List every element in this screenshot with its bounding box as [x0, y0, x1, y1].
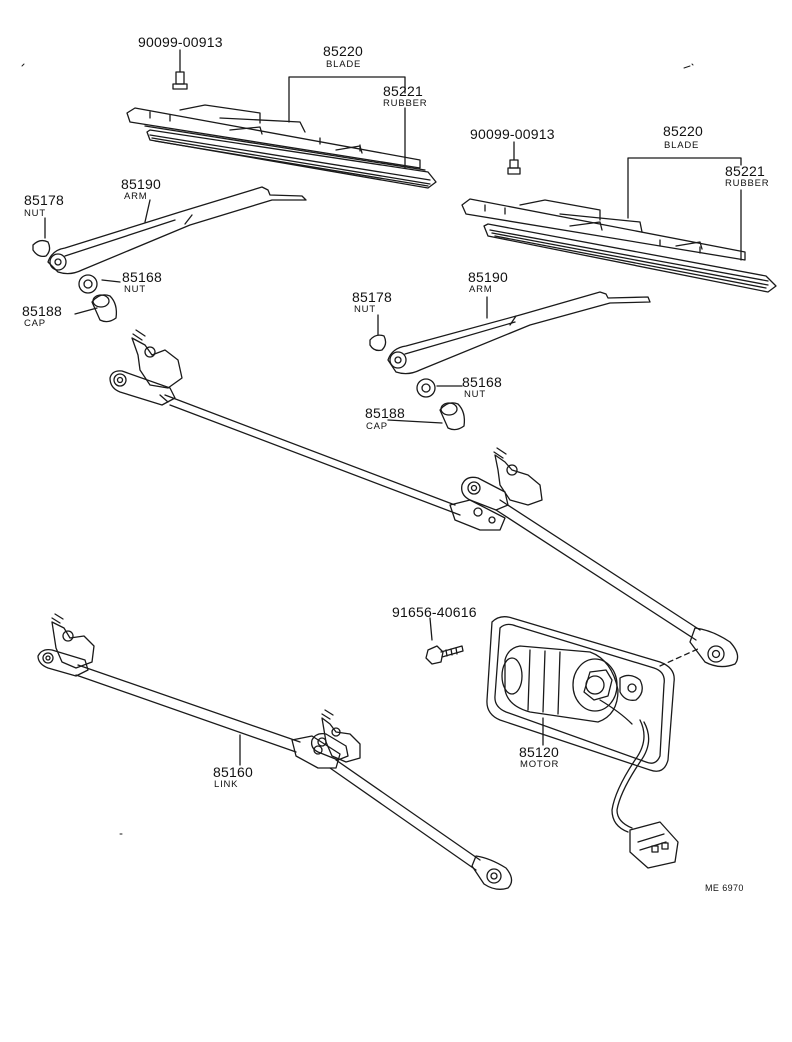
left-arm-icon: [47, 186, 307, 275]
callout-cap-left-number: 85188: [22, 303, 62, 319]
callout-arm-right-number: 85190: [468, 269, 508, 285]
callout-nut-left-number: 85178: [24, 192, 64, 208]
left-blade-icon: [126, 104, 437, 189]
callout-nut-left-name: NUT: [24, 208, 46, 219]
callout-arm-left-number: 85190: [121, 176, 161, 192]
callout-motor-name: MOTOR: [520, 759, 560, 770]
callout-cap-right-number: 85188: [365, 405, 405, 421]
callout-motor-number: 85120: [519, 744, 559, 760]
right-nut-85178-icon: [369, 334, 387, 352]
callout-rubber-right-number: 85221: [725, 163, 765, 179]
left-bolt-icon: [172, 71, 188, 90]
callout-nut-right-number: 85178: [352, 289, 392, 305]
callout-bolt-right-number: 90099-00913: [470, 126, 555, 142]
callout-blade-left-name: BLADE: [326, 59, 362, 70]
callout-motor-bolt-number: 91656-40616: [392, 604, 477, 620]
callout-nut-right-name: NUT: [354, 304, 376, 315]
leader-lines: [44, 49, 742, 766]
left-cap-85188-icon: [91, 294, 118, 323]
callout-nut2-right-number: 85168: [462, 374, 502, 390]
right-blade-icon: [461, 198, 777, 293]
callout-cap-right-name: CAP: [366, 421, 388, 432]
callout-cap-left-name: CAP: [24, 318, 46, 329]
callout-link-number: 85160: [213, 764, 253, 780]
scan-specks: [21, 63, 694, 835]
callout-nut2-left-number: 85168: [122, 269, 162, 285]
callout-rubber-left-name: RUBBER: [383, 98, 428, 109]
callout-link-name: LINK: [214, 779, 239, 790]
callout-arm-right-name: ARM: [469, 284, 493, 295]
callout-bolt-left-number: 90099-00913: [138, 34, 223, 50]
callout-arm-left-name: ARM: [124, 191, 148, 202]
callout-nut2-left-name: NUT: [124, 284, 146, 295]
motor-icon: [486, 616, 679, 869]
right-arm-icon: [387, 291, 651, 375]
right-bolt-icon: [507, 159, 521, 175]
left-nut-85178-icon: [32, 239, 51, 258]
callout-rubber-left-number: 85221: [383, 83, 423, 99]
callout-blade-right-number: 85220: [663, 123, 703, 139]
callout-blade-right-name: BLADE: [664, 140, 700, 151]
motor-bolt-icon: [425, 645, 464, 665]
right-nut-85168-icon: [416, 378, 436, 398]
upper-linkage-icon: [109, 329, 739, 668]
right-cap-85188-icon: [439, 402, 466, 431]
drawing-code: ME 6970: [705, 883, 744, 893]
callout-blade-left-number: 85220: [323, 43, 363, 59]
callout-nut2-right-name: NUT: [464, 389, 486, 400]
left-nut-85168-icon: [78, 274, 98, 294]
callout-rubber-right-name: RUBBER: [725, 178, 770, 189]
lower-link-85160-icon: [37, 613, 513, 890]
